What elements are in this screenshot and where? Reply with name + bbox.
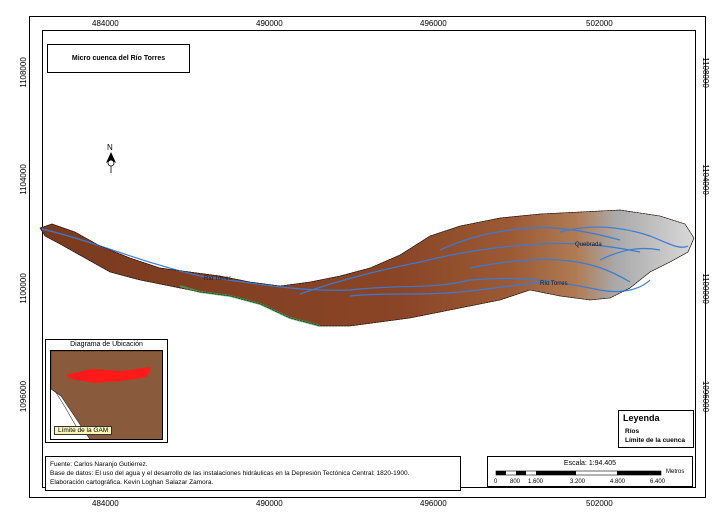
- coord-top-496000: 496000: [420, 19, 447, 28]
- coord-bottom-484000: 484000: [92, 499, 119, 508]
- scale-tick-1: 800: [510, 479, 521, 485]
- coord-top-490000: 490000: [256, 19, 283, 28]
- coord-bottom-490000: 490000: [256, 499, 283, 508]
- source-line-1: Fuente: Carlos Naranjo Gutiérrez.: [50, 461, 148, 468]
- river-label-quebrada: Quebrada: [575, 242, 602, 248]
- scale-bar: [495, 470, 662, 476]
- legend-rios-label: Ríos: [625, 428, 640, 435]
- river-label-torres-2: Río Torres: [540, 281, 568, 287]
- legend-item-limite: Límite de la cuenca: [625, 437, 685, 444]
- river-network: [41, 226, 689, 297]
- scale-tick-5: 6.400: [650, 479, 666, 485]
- scale-tick-4: 4.800: [610, 479, 626, 485]
- coord-bottom-502000: 502000: [586, 499, 613, 508]
- scale-unit: Metros: [666, 469, 685, 475]
- legend-limite-label: Límite de la cuenca: [625, 437, 685, 444]
- source-box: Fuente: Carlos Naranjo Gutiérrez. Base d…: [45, 456, 461, 491]
- scale-tick-2: 1.600: [528, 479, 544, 485]
- source-line-2: Base de datos: El uso del agua y el desa…: [50, 470, 410, 477]
- scale-box: Escala: 1:94.405 Metros 0 800 1.600 3.20…: [487, 456, 693, 487]
- location-diagram-title: Diagrama de Ubicación: [70, 341, 143, 348]
- location-map: [50, 350, 163, 440]
- scale-title: Escala: 1:94.405: [563, 460, 617, 467]
- basin-boundary: [39, 209, 695, 327]
- coord-top-484000: 484000: [92, 19, 119, 28]
- legend-item-rios: Ríos: [625, 428, 639, 435]
- gam-label: Límite de la GAM: [54, 426, 113, 435]
- river-label-torres-1: Río Torres: [204, 276, 232, 282]
- scale-tick-3: 3.200: [570, 479, 586, 485]
- legend: Leyenda Ríos Límite de la cuenca: [618, 410, 694, 448]
- scale-tick-0: 0: [494, 479, 498, 485]
- coord-top-502000: 502000: [586, 19, 613, 28]
- north-label: N: [107, 143, 113, 152]
- north-arrow-icon: N: [106, 143, 116, 173]
- source-line-3: Elaboración cartográfica. Kevin Loghan S…: [50, 479, 214, 486]
- legend-title: Leyenda: [623, 413, 660, 423]
- map-title: Micro cuenca del Río Torres: [47, 44, 190, 73]
- coord-bottom-496000: 496000: [420, 499, 447, 508]
- location-diagram: Diagrama de Ubicación Límite de la GAM: [45, 339, 168, 443]
